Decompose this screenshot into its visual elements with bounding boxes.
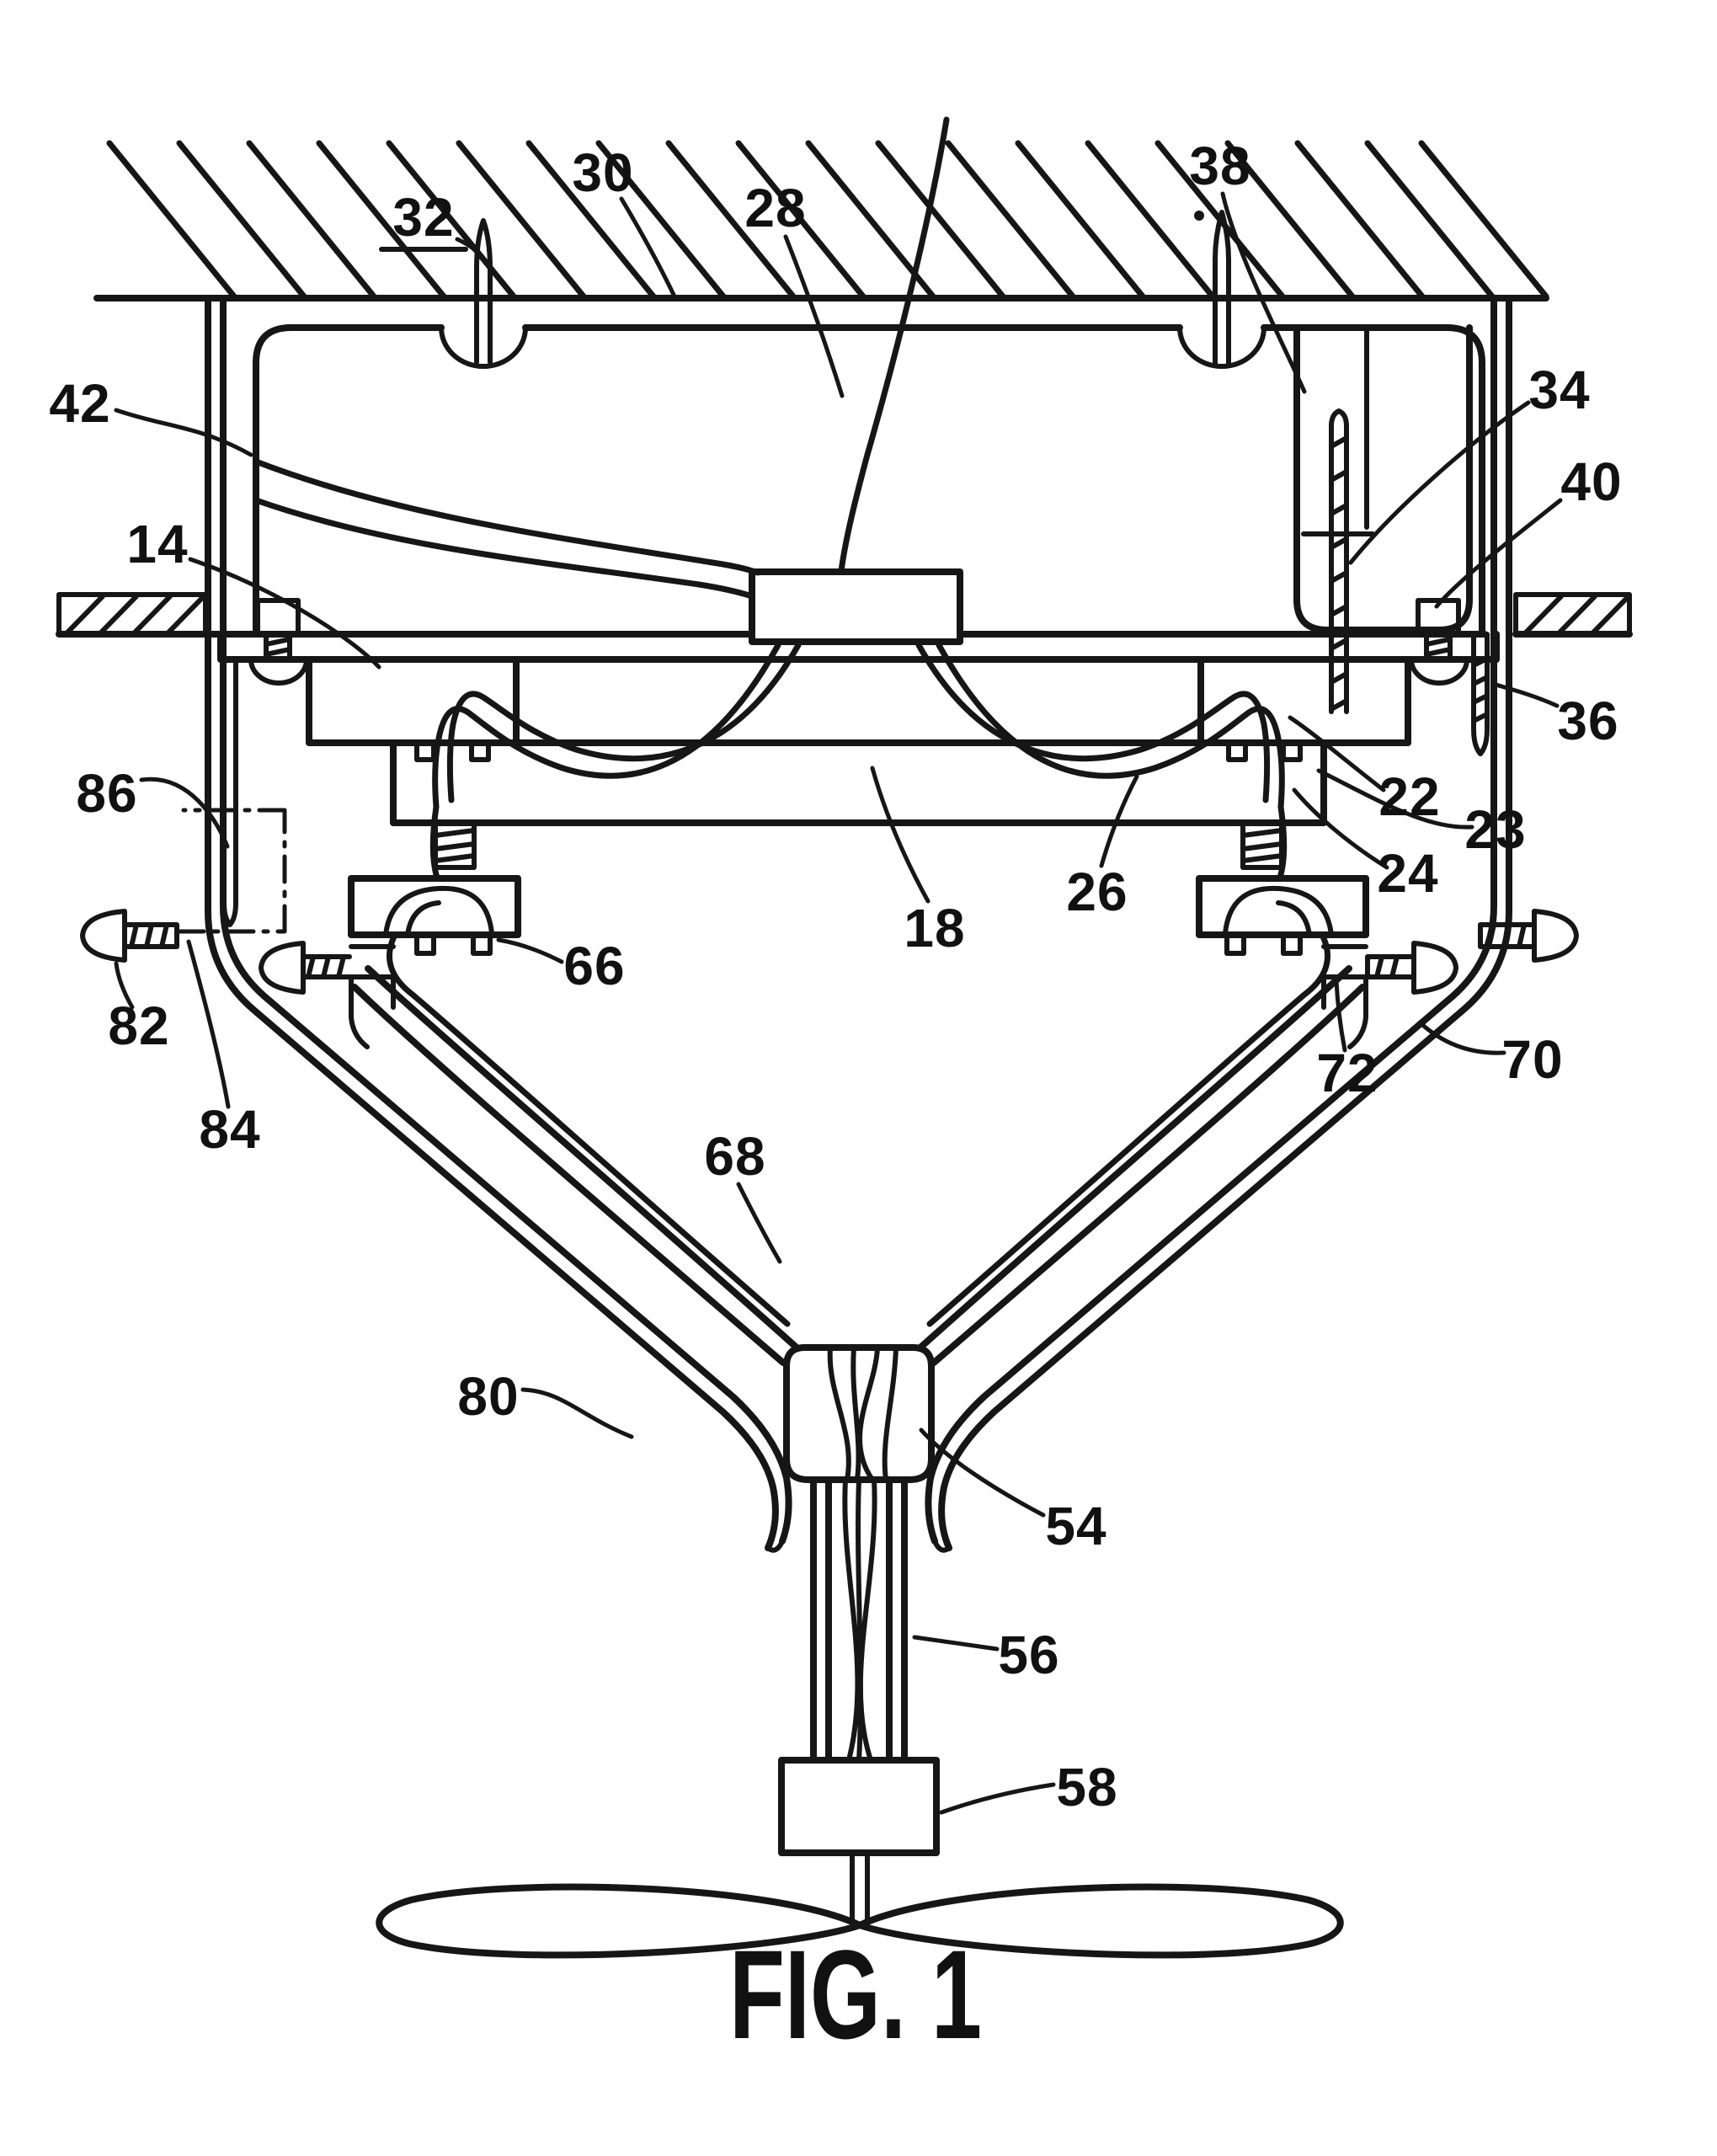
ref-label-66: 66 bbox=[563, 936, 625, 996]
ref-label-54: 54 bbox=[1045, 1496, 1106, 1556]
screw-36 bbox=[1471, 632, 1490, 756]
fan-blades bbox=[376, 1883, 1344, 1959]
reference-numerals: 30 32 28 38 42 14 34 40 36 86 22 23 24 26 18 66 82 84 72 70… bbox=[49, 136, 1622, 1817]
ref-label-70: 70 bbox=[1501, 1029, 1563, 1090]
ref-label-82: 82 bbox=[108, 995, 169, 1056]
hub bbox=[783, 1344, 935, 1483]
ref-label-84: 84 bbox=[199, 1099, 260, 1160]
bracket-and-rod bbox=[1293, 324, 1473, 714]
ref-label-dot-38 bbox=[1194, 211, 1204, 221]
ref-label-40: 40 bbox=[1560, 451, 1622, 512]
ref-label-80: 80 bbox=[457, 1366, 519, 1427]
fan-wiring bbox=[386, 642, 1331, 1327]
ref-label-34: 34 bbox=[1528, 360, 1590, 420]
ref-label-23: 23 bbox=[1464, 799, 1526, 860]
wire-clamps bbox=[80, 875, 1579, 1049]
ref-label-72: 72 bbox=[1316, 1043, 1378, 1103]
hanger-arms bbox=[205, 296, 1512, 1553]
ref-label-30: 30 bbox=[572, 142, 633, 203]
fan-bracket-plate bbox=[306, 656, 1411, 870]
supply-cable bbox=[838, 116, 950, 574]
ref-label-28: 28 bbox=[744, 178, 806, 238]
figure-caption: FIG. 1 bbox=[729, 1924, 982, 2065]
ref-label-36: 36 bbox=[1557, 691, 1618, 751]
ref-label-38: 38 bbox=[1189, 136, 1250, 196]
nail-right bbox=[1213, 210, 1231, 366]
ref-label-68: 68 bbox=[704, 1126, 765, 1187]
ref-label-86: 86 bbox=[76, 763, 137, 824]
nail-left bbox=[474, 218, 493, 365]
motor-housing bbox=[778, 1757, 940, 1856]
threaded-rod bbox=[1329, 408, 1349, 714]
leader-lines bbox=[114, 191, 1563, 1815]
hub-downrod-motor bbox=[376, 1344, 1344, 1959]
ref-label-22: 22 bbox=[1378, 766, 1440, 827]
phantom-lines bbox=[176, 808, 287, 934]
ref-label-24: 24 bbox=[1377, 843, 1438, 904]
ref-label-58: 58 bbox=[1056, 1757, 1117, 1817]
ref-label-18: 18 bbox=[904, 898, 965, 958]
connector-block bbox=[749, 568, 963, 645]
ref-label-32: 32 bbox=[392, 187, 454, 248]
ceiling-structure bbox=[93, 140, 1549, 302]
ref-label-56: 56 bbox=[998, 1625, 1059, 1685]
ref-label-14: 14 bbox=[126, 514, 188, 574]
screw-82 bbox=[80, 909, 179, 963]
outlet-box bbox=[253, 210, 1485, 638]
downrod bbox=[810, 1476, 908, 1764]
ref-label-26: 26 bbox=[1066, 862, 1128, 922]
box-wiring bbox=[253, 116, 963, 645]
ref-label-42: 42 bbox=[49, 373, 110, 434]
mounting-plate bbox=[217, 631, 1500, 663]
